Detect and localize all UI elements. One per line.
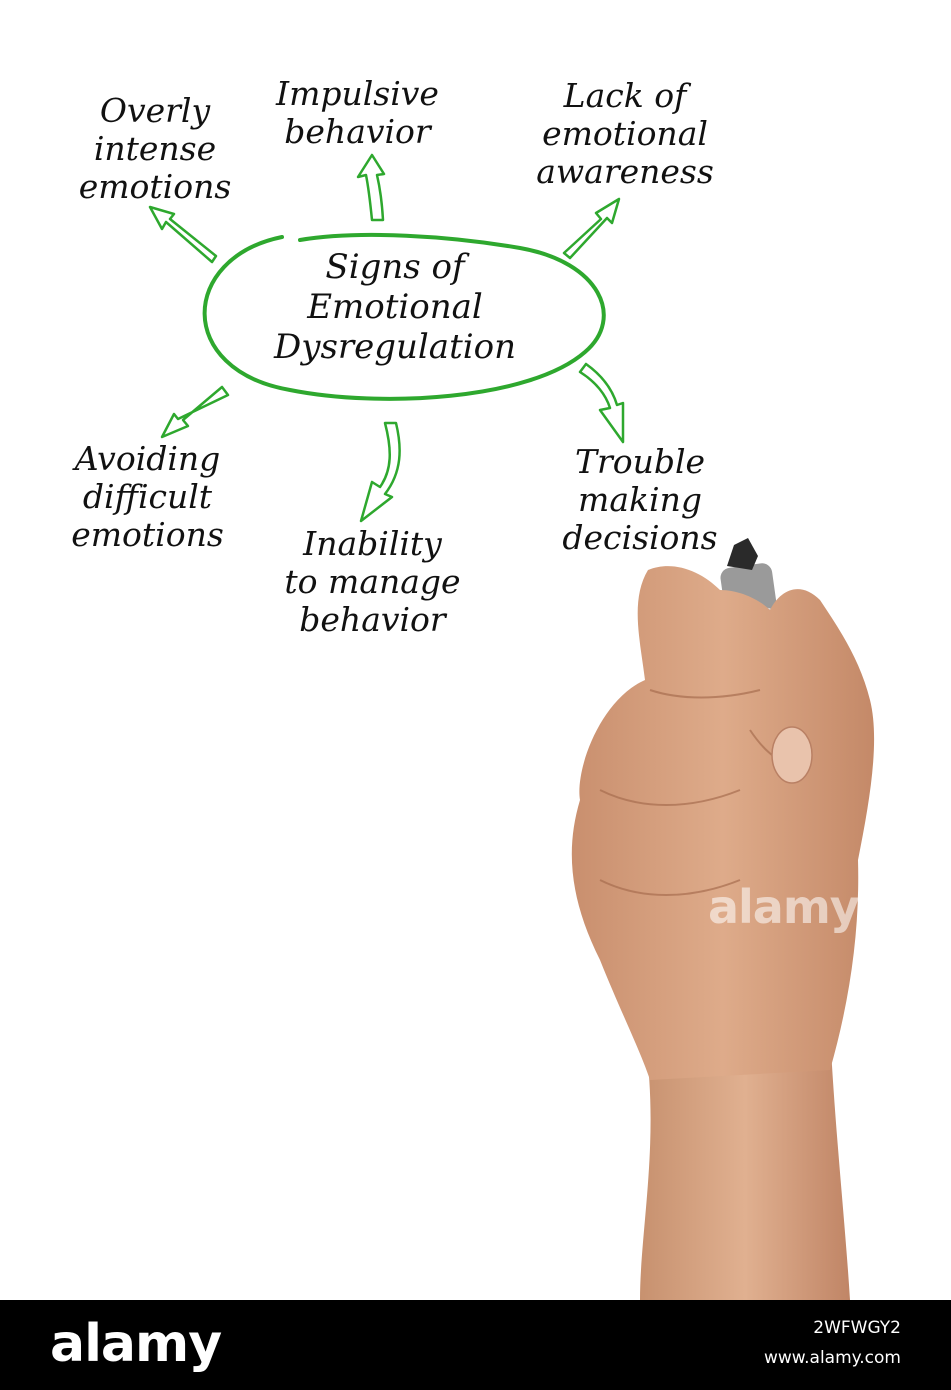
node-line: to manage [284, 562, 461, 601]
node-line: difficult [82, 477, 213, 516]
fist [571, 566, 875, 1080]
node-line: making [578, 480, 702, 519]
node-line: emotions [71, 515, 224, 554]
arrow-inability [359, 421, 401, 523]
footer-image-id: 2WFWGY2 [813, 1318, 901, 1338]
center-node: Signs of Emotional Dysregulation [240, 247, 550, 367]
node-avoiding-difficult-emotions: Avoiding difficult emotions [40, 440, 255, 554]
hand-with-marker-image [571, 538, 875, 1300]
node-line: emotions [78, 167, 232, 206]
footer-url[interactable]: www.alamy.com [763, 1348, 901, 1368]
node-inability-to-manage-behavior: Inability to manage behavior [255, 525, 490, 639]
center-line-2: Emotional [307, 287, 483, 327]
thumbnail [771, 726, 813, 784]
watermark-logo: alamy [708, 880, 860, 934]
node-lack-of-emotional-awareness: Lack of emotional awareness [505, 77, 745, 191]
node-impulsive-behavior: Impulsive behavior [250, 75, 465, 151]
node-line: behavior [284, 112, 431, 151]
node-line: Avoiding [74, 439, 221, 478]
node-line: awareness [536, 152, 714, 191]
node-line: behavior [299, 600, 446, 639]
node-line: emotional [542, 114, 708, 153]
arrow-overly-intense [148, 205, 218, 264]
arrow-avoiding [160, 385, 230, 439]
node-overly-intense-emotions: Overly intense emotions [55, 92, 255, 206]
node-line: decisions [562, 518, 718, 557]
arrow-trouble [578, 362, 625, 444]
node-line: Inability [303, 524, 442, 563]
arrow-lack-awareness [562, 197, 621, 260]
node-line: Impulsive [276, 74, 439, 113]
arrow-impulsive [356, 153, 386, 222]
node-line: intense [93, 129, 217, 168]
node-line: Lack of [563, 76, 687, 115]
footer-logo[interactable]: alamy [50, 1314, 222, 1374]
center-line-3: Dysregulation [273, 327, 516, 367]
forearm [640, 1030, 850, 1300]
node-trouble-making-decisions: Trouble making decisions [540, 443, 740, 557]
node-line: Trouble [574, 442, 706, 481]
center-line-1: Signs of [325, 247, 465, 287]
footer-bar: alamy 2WFWGY2 www.alamy.com [0, 1300, 951, 1390]
center-ellipse [202, 232, 606, 401]
node-line: Overly [99, 91, 211, 130]
diagram-connectors [148, 153, 625, 523]
